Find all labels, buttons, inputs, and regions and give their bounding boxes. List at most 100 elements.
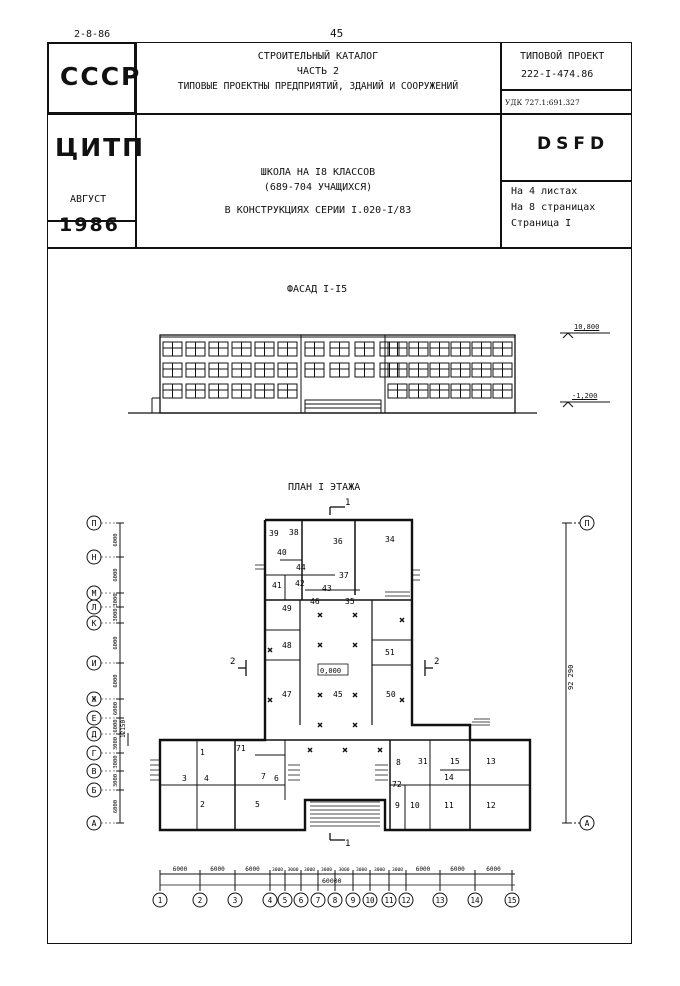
left-dimension: 3000 [113, 755, 119, 768]
room-44: 44 [296, 563, 306, 572]
bottom-dimension: 6000 [416, 866, 431, 873]
document-code: DSFD [537, 134, 610, 154]
axis-row-label: Б [92, 786, 97, 795]
plan-total-vertical: 92 290 [567, 665, 575, 690]
axis-col-label: 13 [435, 896, 444, 905]
axis-row-label: Л [92, 603, 97, 612]
drawing-frame [47, 42, 632, 944]
stamp-country: СССР [60, 62, 142, 91]
plan-total-horizontal: 60000 [322, 877, 342, 885]
room-36: 36 [333, 537, 343, 546]
bottom-dimension: 3000 [374, 867, 385, 873]
room-49: 49 [282, 604, 292, 613]
catalog-line3: ТИПОВЫЕ ПРОЕКТНЫ ПРЕДПРИЯТИЙ, ЗДАНИЙ И С… [177, 81, 459, 92]
stamp-month: АВГУСТ [70, 194, 107, 205]
left-dimension: 6000 [113, 568, 119, 581]
axis-row-label: Г [92, 749, 97, 758]
room-34: 34 [385, 535, 395, 544]
room-4: 4 [204, 774, 209, 783]
axis-row-label: К [92, 619, 97, 628]
left-dimension: 6000 [113, 800, 119, 813]
room-43: 43 [322, 584, 332, 593]
facade-level-bottom: -1,200 [572, 392, 598, 400]
catalog-line2: ЧАСТЬ 2 [296, 66, 340, 77]
axis-row-label: Н [92, 553, 97, 562]
bottom-dimension: 3000 [272, 867, 283, 873]
axis-row-label-right: А [585, 819, 590, 828]
room-38: 38 [289, 528, 299, 537]
pages-count: На 8 страницах [511, 202, 596, 213]
sheets-count: На 4 листах [511, 186, 578, 197]
axis-col-label: 4 [268, 896, 273, 905]
stamp-year: 1986 [59, 214, 120, 236]
axis-row-label: И [92, 659, 97, 668]
room-72: 72 [392, 780, 402, 789]
axis-row-label: Е [92, 714, 97, 723]
udk-code: УДК 727.1:691.327 [505, 98, 580, 107]
room-12: 12 [486, 801, 496, 810]
plan-left-extra-dim: 12150 [120, 720, 127, 738]
bottom-dimension: 3000 [304, 867, 315, 873]
room-11: 11 [444, 801, 454, 810]
section-mark-left: 2 [230, 657, 235, 667]
room-35: 35 [345, 597, 355, 606]
axis-row-label: П [92, 519, 97, 528]
axis-row-label-right: П [585, 519, 590, 528]
axis-row-label: Д [92, 730, 97, 739]
left-dimension: 3000 [113, 608, 119, 621]
room-51: 51 [385, 648, 395, 657]
room-5: 5 [255, 800, 260, 809]
room-8: 8 [396, 758, 401, 767]
axis-col-label: 12 [401, 896, 410, 905]
facade-title: ФАСАД I-I5 [287, 284, 348, 295]
bottom-dimension: 6000 [450, 866, 465, 873]
bottom-dimension: 6000 [245, 866, 260, 873]
axis-row-label: В [92, 767, 97, 776]
axis-col-label: 6 [299, 896, 304, 905]
room-3: 3 [182, 774, 187, 783]
facade-level-top: 10,800 [574, 323, 600, 331]
top-date: 2-8-86 [74, 29, 111, 40]
axis-row-label: М [92, 589, 97, 598]
axis-col-label: 14 [470, 896, 480, 905]
axis-col-label: 3 [233, 896, 238, 905]
bottom-dimension: 3000 [356, 867, 367, 873]
room-14: 14 [444, 773, 454, 782]
axis-col-label: 1 [158, 896, 163, 905]
room-47: 47 [282, 690, 292, 699]
axis-col-label: 9 [351, 896, 356, 905]
bottom-dimension: 6000 [486, 866, 501, 873]
room-37: 37 [339, 571, 349, 580]
room-31: 31 [418, 757, 428, 766]
room-50: 50 [386, 690, 396, 699]
room-7: 7 [261, 772, 266, 781]
left-dimension: 3000 [113, 774, 119, 787]
left-dimension: 6000 [113, 719, 119, 732]
title-block [47, 42, 632, 249]
plan-title: ПЛАН I ЭТАЖА [288, 482, 361, 493]
catalog-line1: СТРОИТЕЛЬНЫЙ КАТАЛОГ [257, 51, 379, 62]
bottom-dimension: 3000 [287, 867, 298, 873]
room-40: 40 [277, 548, 287, 557]
bottom-dimension: 3000 [338, 867, 349, 873]
room-1: 1 [200, 748, 205, 757]
room-45: 45 [333, 690, 343, 699]
axis-col-label: 15 [507, 896, 516, 905]
section-mark-right: 2 [434, 657, 439, 667]
bottom-dimension: 3000 [392, 867, 403, 873]
axis-col-label: 2 [198, 896, 203, 905]
room-15: 15 [450, 757, 460, 766]
room-39: 39 [269, 529, 279, 538]
left-dimension: 3000 [113, 593, 119, 606]
room-48: 48 [282, 641, 292, 650]
room-42: 42 [295, 579, 305, 588]
room-13: 13 [486, 757, 496, 766]
project-number: 222-I-474.86 [521, 69, 594, 80]
title-line2: (689-704 УЧАЩИХСЯ) [263, 182, 373, 193]
room-9: 9 [395, 801, 400, 810]
page-number: 45 [330, 27, 344, 40]
room-41: 41 [272, 581, 282, 590]
left-dimension: 6000 [113, 674, 119, 687]
axis-row-label: А [92, 819, 97, 828]
